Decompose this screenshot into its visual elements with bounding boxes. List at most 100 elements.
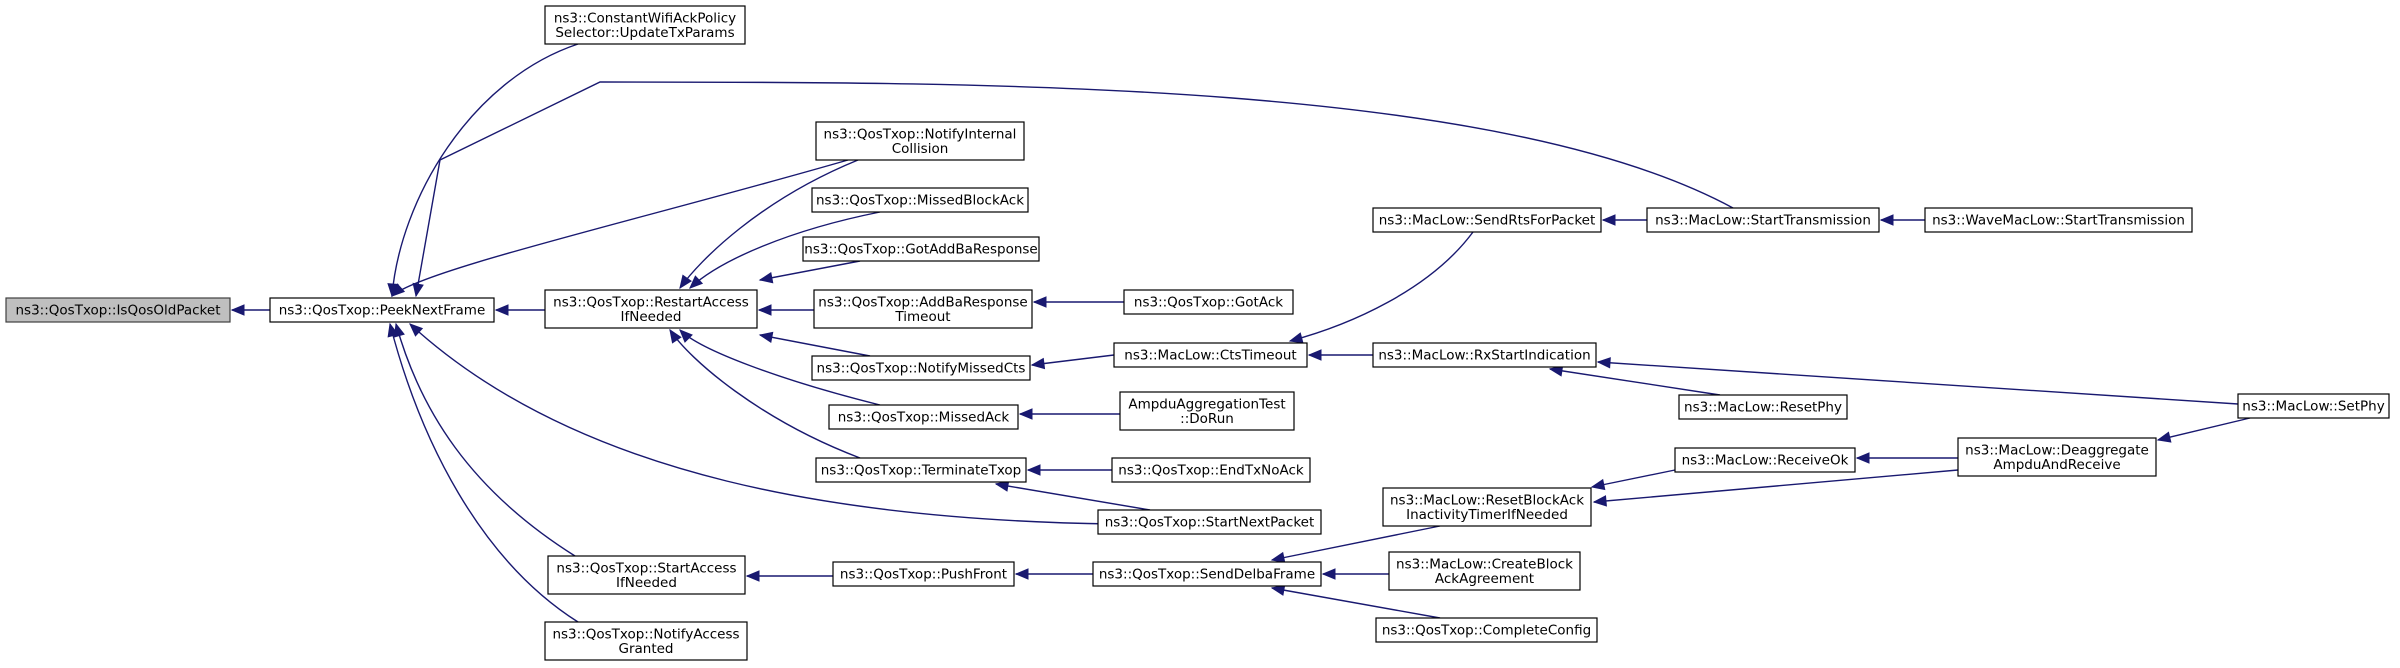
edge-starttx-to-sendrts [1601,214,1647,226]
node-box [1678,394,1848,420]
arrow-head-icon [1018,408,1033,420]
arrow-head-icon [1288,332,1304,344]
node-label: InactivityTimerIfNeeded [1406,507,1568,523]
edge-receiveok-to-resetblockack [1590,469,1676,491]
node-completeconfig[interactable]: ns3::QosTxop::CompleteConfig [1375,617,1598,643]
edge-notifyaccess-to-peek [387,322,579,623]
node-resetblockack[interactable]: ns3::MacLow::ResetBlockAckInactivityTime… [1382,487,1592,527]
node-box [5,297,231,323]
node-senddelba[interactable]: ns3::QosTxop::SendDelbaFrame [1092,561,1322,587]
node-terminate[interactable]: ns3::QosTxop::TerminateTxop [815,457,1027,483]
arrow-head-icon [1026,464,1041,476]
node-startnext[interactable]: ns3::QosTxop::StartNextPacket [1097,509,1322,535]
edge-addbato-to-restart [757,304,814,316]
node-isqos[interactable]: ns3::QosTxop::IsQosOldPacket [5,297,231,323]
node-box [832,561,1015,587]
node-box [1957,437,2157,477]
edge-startnext-to-terminate [994,480,1151,511]
edge-senddelba-to-pushfront [1014,568,1093,580]
arrow-head-icon [1601,214,1616,226]
node-endtxnoack[interactable]: ns3::QosTxop::EndTxNoAck [1111,457,1311,483]
node-pushfront[interactable]: ns3::QosTxop::PushFront [832,561,1015,587]
arrow-head-icon [1030,357,1046,370]
edge-startnext-to-peek [409,323,1113,525]
node-label: ns3::QosTxop::GotAddBaResponse [804,242,1037,258]
node-missedack[interactable]: ns3::QosTxop::MissedAck [828,404,1019,430]
node-label: ns3::QosTxop::MissedAck [838,410,1010,426]
node-notifymissedcts[interactable]: ns3::QosTxop::NotifyMissedCts [811,355,1031,381]
edge-line [1591,469,1676,488]
node-ampdutest[interactable]: AmpduAggregationTest::DoRun [1119,391,1295,431]
node-label: ns3::ConstantWifiAckPolicy [554,10,736,26]
node-box [1646,207,1880,233]
node-peek[interactable]: ns3::QosTxop::PeekNextFrame [269,297,495,323]
node-box [544,621,748,661]
node-starttx[interactable]: ns3::MacLow::StartTransmission [1646,207,1880,233]
edge-setphy-to-deaggregate [2156,417,2251,443]
node-rxstart[interactable]: ns3::MacLow::RxStartIndication [1372,342,1597,368]
node-missedba[interactable]: ns3::QosTxop::MissedBlockAck [811,187,1029,213]
node-constwifi[interactable]: ns3::ConstantWifiAckPolicySelector::Upda… [544,5,746,45]
arrow-head-icon [1270,551,1286,564]
node-box [811,355,1031,381]
edge-endtxnoack-to-terminate [1026,464,1112,476]
node-box [1388,551,1581,591]
node-receiveok[interactable]: ns3::MacLow::ReceiveOk [1674,447,1856,473]
edge-line [409,323,1113,525]
edge-deaggregate-to-receiveok [1855,452,1958,464]
arrow-head-icon [494,304,509,316]
edge-notifyint-to-restart [679,159,859,290]
arrow-head-icon [1590,478,1606,491]
node-box [1382,487,1592,527]
edge-line [1597,361,2239,405]
edge-gotaddba-to-restart [758,260,861,284]
node-label: ns3::QosTxop::PeekNextFrame [279,303,486,319]
node-gotaddba[interactable]: ns3::QosTxop::GotAddBaResponse [802,236,1040,262]
node-box [1111,457,1311,483]
edge-deaggregate-to-resetblockack [1592,469,1959,507]
arrow-head-icon [758,331,774,343]
edge-notifymissedcts-to-restart [758,331,871,357]
node-label: ns3::QosTxop::RestartAccess [553,294,749,310]
node-box [815,457,1027,483]
edge-resetphy-to-rxstart [1548,365,1721,396]
arrow-head-icon [679,329,693,343]
edge-line [395,323,576,557]
node-box [1092,561,1322,587]
arrow-head-icon [1307,349,1322,361]
edge-line [679,159,859,289]
node-ctstimeout[interactable]: ns3::MacLow::CtsTimeout [1113,342,1308,368]
arrow-head-icon [1321,568,1336,580]
node-label: ns3::MacLow::ResetPhy [1684,400,1842,416]
node-label: ns3::QosTxop::StartAccess [556,560,736,576]
node-resetphy[interactable]: ns3::MacLow::ResetPhy [1678,394,1848,420]
node-label: ns3::QosTxop::AddBaResponse [818,294,1027,310]
arrow-head-icon [412,282,424,298]
node-sendrts[interactable]: ns3::MacLow::SendRtsForPacket [1372,207,1602,233]
node-label: ns3::MacLow::Deaggregate [1965,442,2149,458]
arrow-head-icon [669,328,682,344]
node-box [544,289,758,329]
edge-resetblockack-to-senddelba [1270,525,1441,564]
node-label: ns3::MacLow::CreateBlock [1396,556,1573,572]
node-wavestarttx[interactable]: ns3::WaveMacLow::StartTransmission [1924,207,2193,233]
arrow-head-icon [2156,431,2172,443]
node-box [1674,447,1856,473]
node-label: AckAgreement [1435,571,1534,587]
node-label: ns3::QosTxop::IsQosOldPacket [16,303,221,319]
node-box [544,5,746,45]
node-box [1123,289,1294,315]
node-gotack[interactable]: ns3::QosTxop::GotAck [1123,289,1294,315]
edge-line [1271,525,1441,561]
node-label: ns3::WaveMacLow::StartTransmission [1932,213,2185,229]
node-setphy[interactable]: ns3::MacLow::SetPhy [2237,393,2390,419]
node-label: AmpduAggregationTest [1128,396,1285,412]
